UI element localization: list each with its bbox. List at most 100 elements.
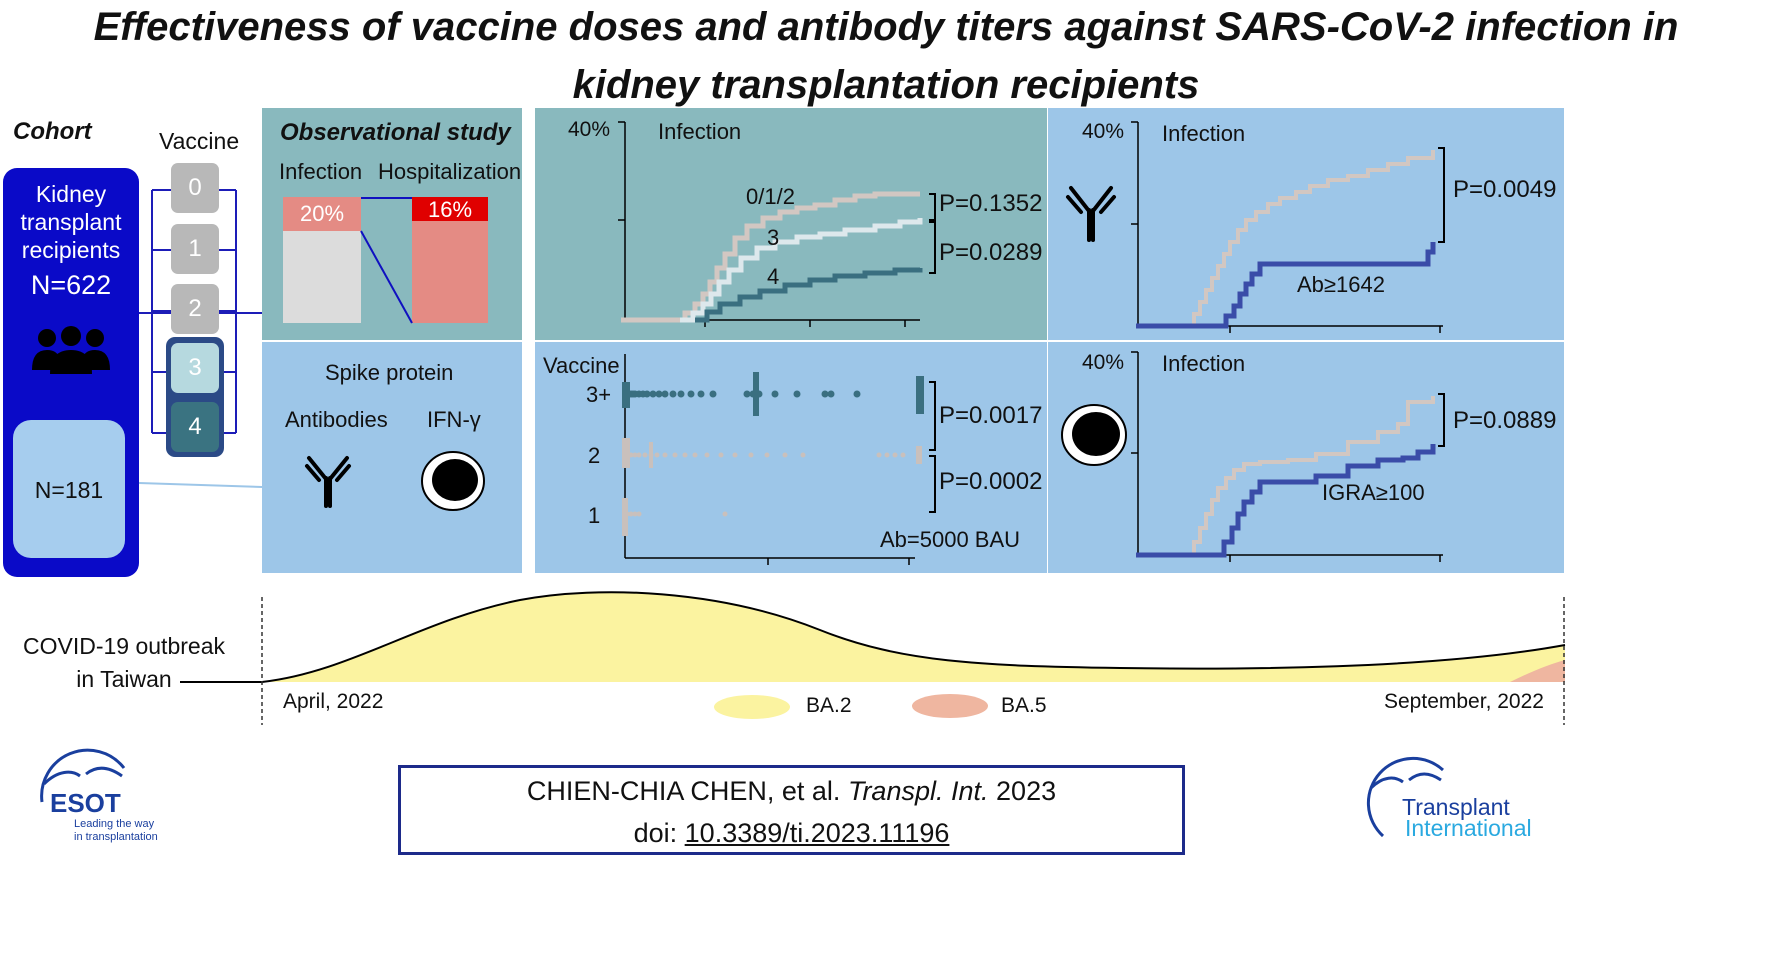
legend-ba5: BA.5 [1001,694,1047,717]
p-value-igra: P=0.0889 [1453,407,1557,434]
bracket-2-vs-1 [929,455,936,513]
t-cell-icon [421,451,485,511]
vaccine-label: Vaccine [159,128,240,154]
scatter-point-2 [800,452,806,458]
subcohort-box [13,420,125,558]
series-label-3: 3 [767,225,780,250]
hospitalization-bar-fill [412,197,488,221]
chart-dose-ymax: 40% [568,118,611,141]
antibodies-label: Antibodies [285,407,388,432]
scatter-annotation: Ab=5000 BAU [880,527,1021,552]
scatter-point-3plus [669,390,677,398]
scatter-cluster-2-mid [649,442,653,468]
antibody-icon [1066,186,1116,242]
scatter-point-2 [662,452,668,458]
infection-label: Infection [279,159,363,184]
scatter-point-2 [748,452,754,458]
series-line-012 [621,191,920,323]
bracket-012-vs-3 [929,193,936,221]
vaccine-dose-0: 0 [171,163,219,213]
citation-authors: CHIEN-CHIA CHEN, et al. [526,776,841,806]
scatter-point-3plus [649,390,657,398]
legend-ba2: BA.2 [806,694,852,717]
antibody-icon [305,456,351,508]
chart-ab-title: Infection [1162,121,1246,146]
scatter-cat-1: 1 [588,503,601,528]
chart-dose-panel [535,108,1047,340]
timeline-start: April, 2022 [283,690,384,713]
series-line-control [1136,396,1435,557]
outbreak-label: COVID-19 outbreak in Taiwan [23,633,225,692]
scatter-point-3plus [827,390,835,398]
vaccine-dose-4: 4 [171,402,219,452]
scatter-point-3plus [709,390,717,398]
scatter-cat-2: 2 [588,443,601,468]
scatter-point-2 [636,452,642,458]
scatter-point-1 [722,511,728,517]
chart-dose-plot [618,121,936,327]
scatter-point-2 [642,452,648,458]
infection-bar-fill [283,197,361,231]
scatter-point-3plus [821,390,829,398]
scatter-point-2 [682,452,688,458]
esot-logo: ESOT [50,788,121,818]
scatter-point-1 [628,511,634,517]
bracket-3plus-vs-2 [929,381,936,451]
series-line-4 [695,267,923,323]
bracket-3-vs-4 [929,221,936,274]
scatter-point-3plus [771,390,779,398]
scatter-point-2 [704,452,710,458]
scatter-point-3plus [853,390,861,398]
scatter-point-2 [764,452,770,458]
vaccine-dose-1: 1 [171,224,219,274]
citation-doi-link[interactable]: 10.3389/ti.2023.11196 [684,818,950,848]
scatter-point-2 [900,452,906,458]
bracket-antibody [1438,147,1445,243]
chart-antibody-scatter-plot [622,354,936,565]
infection-pct: 20% [299,201,345,226]
series-label-4: 4 [767,264,780,289]
scatter-point-3plus [743,390,751,398]
scatter-point-2 [654,452,660,458]
scatter-point-2 [692,452,698,458]
hospitalization-label: Hospitalization [378,159,522,184]
chart-ab-ymax: 40% [1082,120,1125,143]
scatter-point-2 [672,452,678,458]
transplant-international-logo-icon [1366,756,1445,838]
cohort-label: Cohort [13,118,92,145]
series-label-012: 0/1/2 [746,184,795,209]
vaccine-dose-3: 3 [171,343,219,393]
scatter-cluster-2-low [622,438,630,468]
series-line-3 [680,218,923,323]
ifn-label: IFN-γ [427,407,481,432]
scatter-point-3plus [697,390,705,398]
chart-ab-series-label: Ab≥1642 [1297,272,1385,297]
scatter-point-2 [718,452,724,458]
scatter-point-3plus [643,390,651,398]
p-value-3-vs-4: P=0.0289 [939,239,1043,266]
citation-doi-label: doi: [633,818,678,848]
p-value-2-vs-1: P=0.0002 [939,468,1043,495]
scatter-point-3plus [661,390,669,398]
t-cell-icon [1061,404,1127,466]
chart-igra-series-label: IGRA≥100 [1322,480,1425,505]
scatter-cluster-3plus-low [622,382,630,408]
scatter-point-3plus [655,390,663,398]
subcohort-n: N=181 [34,477,104,503]
spike-protein-panel [262,342,522,573]
series-line-control [1136,150,1435,328]
series-line-igra [1136,444,1436,558]
observational-study-title: Observational study [280,119,511,146]
chart-antibody-scatter-panel [535,342,1047,573]
hospitalization-pct: 16% [427,197,473,222]
scatter-cat-3plus: 3+ [586,382,612,407]
scatter-point-2 [876,452,882,458]
chart-antibody-plot [1131,121,1445,333]
scatter-point-2 [632,452,638,458]
p-value-antibody: P=0.0049 [1453,176,1557,203]
people-group-icon [32,326,110,374]
scatter-cluster-3plus-high [916,376,924,414]
citation-journal: Transpl. Int. [847,776,989,806]
